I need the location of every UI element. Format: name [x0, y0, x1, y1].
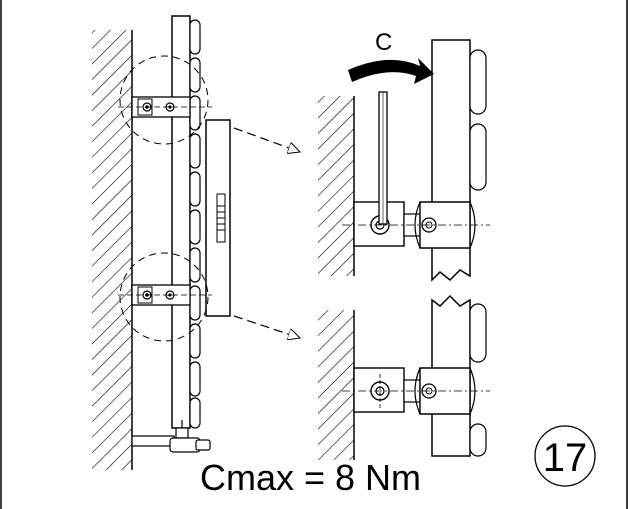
upper-detail-circle — [119, 55, 209, 145]
radiator-fins — [189, 19, 201, 429]
detail-fins-top — [469, 49, 487, 191]
callout-arrow-upper — [233, 127, 300, 152]
upper-bracket — [118, 55, 212, 145]
step-badge: 17 — [534, 425, 596, 487]
detail-final — [318, 294, 490, 460]
detail-wall-hatch-top — [318, 96, 354, 276]
rotation-arrow — [348, 58, 434, 84]
step-number: 17 — [543, 436, 588, 480]
lower-detail-circle — [119, 252, 209, 342]
valve — [169, 420, 211, 453]
floor-pipe — [131, 435, 175, 447]
callout-arrow-lower — [233, 315, 300, 338]
detail-fins-bottom — [469, 303, 487, 457]
radiator-column — [171, 15, 191, 429]
detail-tightening: C — [318, 29, 490, 282]
overview-assembly — [92, 15, 300, 470]
lower-bracket — [118, 252, 212, 342]
detail-wall-hatch-bottom — [318, 310, 354, 460]
wall-hatch — [92, 30, 132, 470]
torque-label: Cmax = 8 Nm — [200, 457, 421, 498]
rotation-label: C — [375, 29, 392, 56]
